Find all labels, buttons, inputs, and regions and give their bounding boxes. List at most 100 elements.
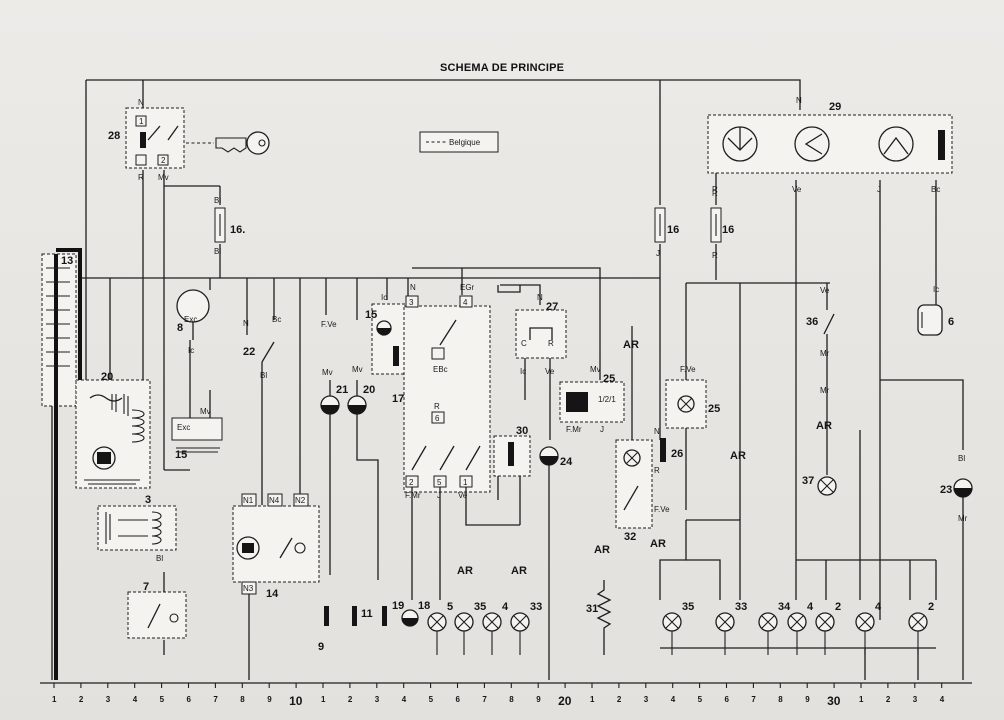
- component-8: Exc 8 Ic: [176, 278, 211, 410]
- label-c21: 21: [336, 384, 348, 396]
- component-16-left: 16. Bl Bl: [214, 196, 245, 256]
- label-c36: 36: [806, 316, 818, 328]
- bottom-lamp-cross: [513, 615, 527, 629]
- bottom-lamp-cross: [790, 615, 804, 629]
- term-28-mv: Mv: [158, 173, 169, 182]
- term-28-r: R: [138, 173, 144, 182]
- label-c16a: 16.: [230, 224, 245, 236]
- wire-ic-26: R: [654, 466, 660, 475]
- wire-c-27: C: [521, 339, 527, 348]
- scale-label: 6: [725, 695, 730, 704]
- bottom-lamp-label: 5: [447, 601, 453, 613]
- term-exc-12: Exc: [177, 423, 190, 432]
- term-17-1: 1: [463, 478, 468, 487]
- term-n4: N4: [269, 496, 280, 505]
- term-n2: N2: [295, 496, 306, 505]
- scale-label: 9: [536, 695, 541, 704]
- label-c8: 8: [177, 322, 183, 334]
- bottom-lamp-cross: [665, 615, 679, 629]
- bottom-lamp-label: 33: [530, 601, 542, 613]
- term-exc-8: Exc: [184, 315, 197, 324]
- headlamp-2-icon: [794, 126, 830, 162]
- wire-r-16a: R: [712, 189, 718, 198]
- component-20: Mv 20: [347, 365, 379, 580]
- label-c17: 17: [392, 393, 404, 405]
- scale-label: 7: [482, 695, 487, 704]
- legend-label: Belgique: [449, 138, 481, 147]
- scale-label: 8: [509, 695, 514, 704]
- ar-label-4: AR: [650, 538, 666, 550]
- bottom-lamp-label: 2: [835, 601, 841, 613]
- wire-r-27: R: [548, 339, 554, 348]
- component-12: Exc Mv 15: [171, 390, 223, 461]
- wire-n-17: N: [410, 283, 416, 292]
- wire-bc-22: Bc: [272, 315, 281, 324]
- component-32: 32: [615, 326, 653, 543]
- key-icon: [215, 137, 247, 153]
- label-c10: 20: [101, 371, 113, 383]
- wire-ic-27: Ic: [520, 367, 526, 376]
- wire-ic-6: Ic: [933, 285, 939, 294]
- wire-n-29: N: [796, 96, 802, 105]
- scale-label: 4: [671, 695, 676, 704]
- ar-label-1: AR: [623, 339, 639, 351]
- component-21: F.Ve Mv 21: [320, 320, 348, 575]
- component-22: 22 N Bc Bl: [243, 315, 281, 505]
- label-c6: 6: [948, 316, 954, 328]
- wire-r-17: R: [434, 402, 440, 411]
- main-wiring: [51, 79, 964, 680]
- component-16-right: 16 R R: [710, 189, 734, 260]
- wire-r-29: R: [712, 185, 718, 194]
- wire-n-22: N: [243, 319, 249, 328]
- term-17-3: 3: [409, 298, 414, 307]
- term-28-1: 1: [139, 117, 144, 126]
- wire-ve-36a: Ve: [820, 286, 830, 295]
- term-28-n: N: [138, 98, 144, 107]
- scale-label: 3: [913, 695, 918, 704]
- horn-button-icon: [938, 130, 945, 160]
- label-c11: 11: [361, 608, 373, 620]
- diagram-title: SCHEMA DE PRINCIPE: [440, 62, 564, 74]
- component-6: 6 Ic: [917, 285, 954, 336]
- bottom-lamp-cross: [858, 615, 872, 629]
- term-121: 1/2/1: [598, 395, 616, 404]
- legend: Belgique: [419, 131, 499, 153]
- ar-labels: AR AR AR AR AR AR AR: [457, 339, 832, 577]
- scale-label: 4: [402, 695, 407, 704]
- scale-label: 9: [267, 695, 272, 704]
- term-17-2: 2: [409, 478, 414, 487]
- label-c18: 18: [418, 600, 430, 612]
- scale-label: 30: [827, 694, 841, 708]
- wire-fve-17: Ve: [458, 491, 468, 500]
- label-c27: 27: [546, 301, 558, 313]
- component-17: N EGr 3 4 EBc 6 R 2 5 1 17 F.Mr J Ve: [392, 283, 520, 600]
- component-23: 23 Bl Mr: [940, 454, 973, 680]
- label-c37: 37: [802, 475, 814, 487]
- label-c25a: 25: [603, 373, 615, 385]
- label-c15: 15: [365, 309, 377, 321]
- wire-bc-29: Bc: [931, 185, 940, 194]
- scale-label: 6: [456, 695, 461, 704]
- component-26: 26 N R F.Ve: [654, 427, 683, 514]
- label-c19: 19: [392, 600, 404, 612]
- bottom-lamp-label: 4: [875, 601, 882, 613]
- component-37: 37: [802, 475, 837, 496]
- scale-label: 1: [859, 695, 864, 704]
- component-25-left: 25 Mv 1/2/1 F.Mr J: [559, 365, 625, 434]
- component-31: 31: [586, 580, 612, 655]
- label-c14: 14: [266, 588, 279, 600]
- scale-label: 4: [133, 695, 138, 704]
- scale-label: 5: [429, 695, 434, 704]
- label-c20: 20: [363, 384, 375, 396]
- component-30: 30: [493, 425, 531, 525]
- label-c7: 7: [143, 581, 149, 593]
- wire-n-27: N: [537, 293, 543, 302]
- wire-mr-36: Mr: [820, 386, 830, 395]
- scale-label: 4: [940, 695, 945, 704]
- component-36: 36 Ve Mr Mr: [806, 286, 835, 475]
- bottom-lamp-label: 35: [474, 601, 486, 613]
- component-24: 24: [539, 446, 573, 680]
- scale-label: 3: [106, 695, 111, 704]
- ar-label-7: AR: [511, 565, 527, 577]
